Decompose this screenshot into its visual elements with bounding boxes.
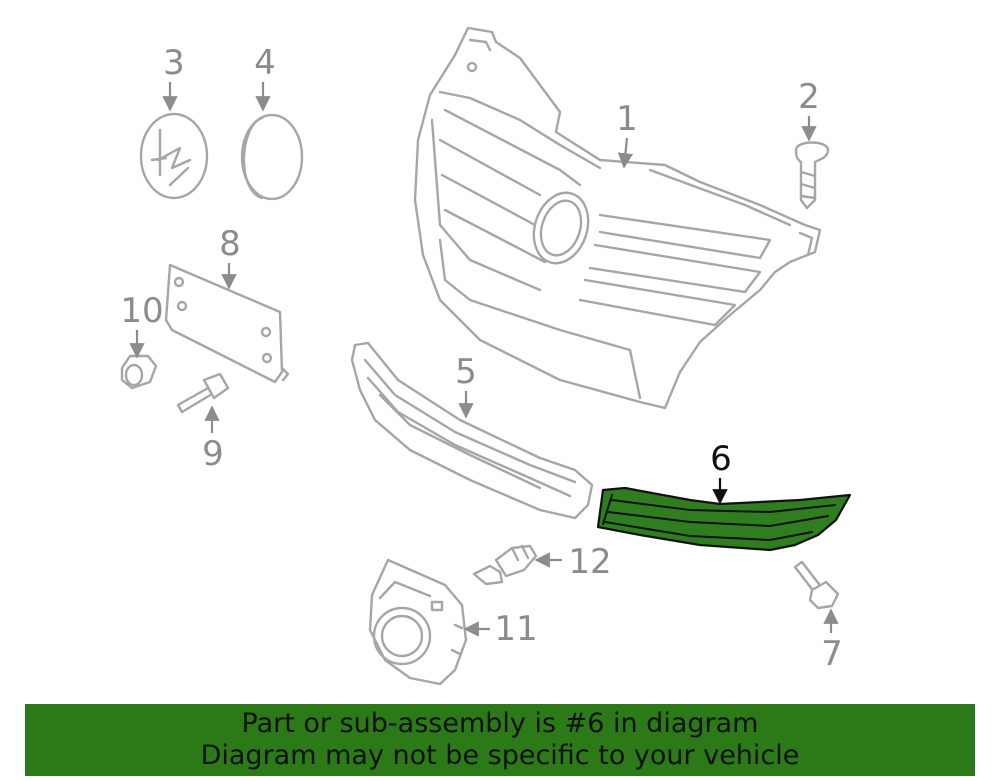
banner-line-2: Diagram may not be specific to your vehi… [200, 740, 800, 771]
callout-2[interactable]: 2 [798, 77, 820, 117]
callout-9[interactable]: 9 [202, 434, 224, 474]
part-5-lower-grille[interactable] [350, 341, 594, 520]
callout-11[interactable]: 11 [494, 609, 537, 649]
callout-10[interactable]: 10 [120, 291, 163, 331]
part-info-banner: Part or sub-assembly is #6 in diagram Di… [25, 704, 975, 776]
banner-line-1: Part or sub-assembly is #6 in diagram [241, 708, 759, 739]
part-1-grille[interactable] [413, 26, 822, 410]
part-11-fog-lamp[interactable] [368, 558, 468, 686]
callout-6[interactable]: 6 [710, 439, 732, 479]
leader-1 [617, 137, 634, 169]
part-4-emblem-base[interactable] [240, 113, 304, 201]
part-12-connector[interactable] [472, 544, 538, 586]
callout-8[interactable]: 8 [219, 224, 241, 264]
callout-1[interactable]: 1 [616, 99, 638, 139]
part-3-emblem[interactable] [139, 112, 209, 200]
part-9-bolt[interactable] [176, 372, 230, 414]
callout-4[interactable]: 4 [254, 43, 276, 83]
callout-12[interactable]: 12 [568, 542, 611, 582]
part-10-nut[interactable] [120, 354, 158, 390]
part-7-bolt[interactable] [793, 560, 840, 610]
part-6-grille-insert[interactable] [596, 486, 852, 552]
callout-3[interactable]: 3 [163, 43, 185, 83]
part-2-clip[interactable] [794, 141, 830, 210]
callout-7[interactable]: 7 [821, 634, 843, 674]
callout-5[interactable]: 5 [455, 352, 477, 392]
part-8-plate-bracket[interactable] [164, 263, 290, 384]
